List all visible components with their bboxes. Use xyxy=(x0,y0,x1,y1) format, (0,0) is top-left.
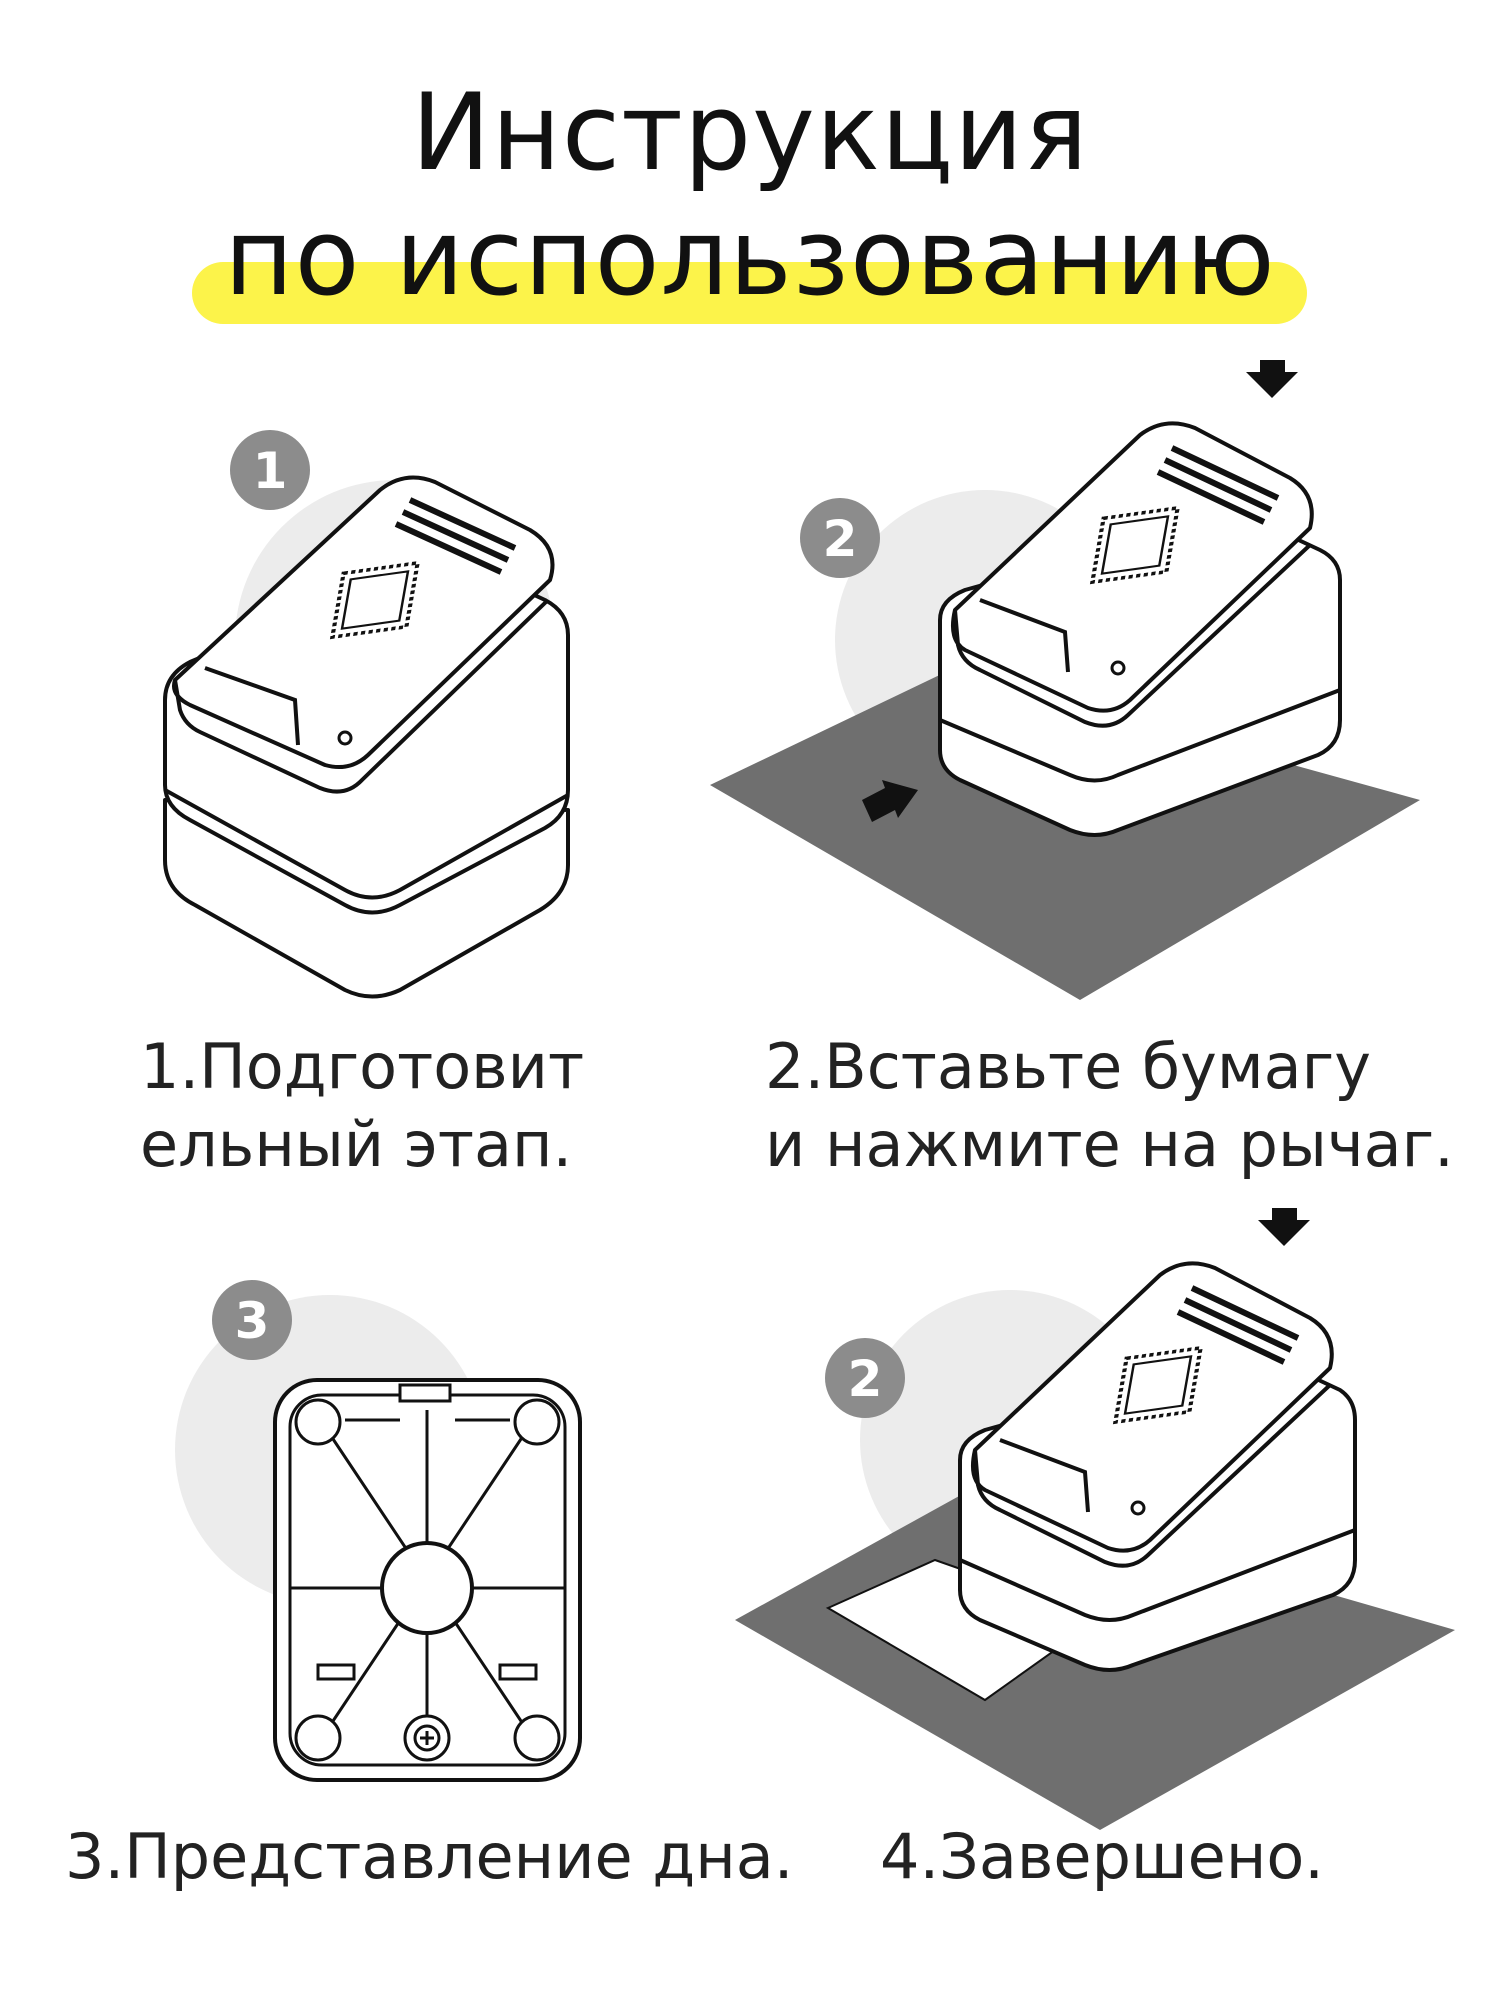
step-1-badge-number: 1 xyxy=(253,442,288,500)
step-2-badge-number: 2 xyxy=(823,510,858,568)
step-4-illustration: 2 xyxy=(735,1208,1455,1830)
step-4-down-arrow-icon xyxy=(1258,1208,1310,1246)
page-title-line-2: по использованию xyxy=(224,196,1276,319)
step-3-caption-line-1: 3.Представление дна. xyxy=(65,1820,794,1893)
page-title-line-1: Инструкция xyxy=(411,71,1089,194)
step-2-caption-line-2: и нажмите на рычаг. xyxy=(765,1108,1454,1181)
step-3-caption: 3.Представление дна. xyxy=(65,1818,793,1896)
step-1-badge xyxy=(230,430,310,510)
step-2-insert-arrow-icon xyxy=(862,780,918,822)
step-4-caption-line-1: 4.Завершено. xyxy=(880,1820,1324,1893)
step-1-illustration: 1 xyxy=(163,430,570,999)
step-2-badge xyxy=(800,498,880,578)
step-2-illustration: 2 xyxy=(710,360,1420,1000)
step-3-badge xyxy=(212,1280,292,1360)
step-4-badge-number: 2 xyxy=(848,1350,883,1408)
step-1-caption: 1.Подготовит ельный этап. xyxy=(140,1028,584,1184)
step-2-down-arrow-icon xyxy=(1246,360,1298,398)
step-1-caption-line-2: ельный этап. xyxy=(140,1108,573,1181)
step-3-illustration: 3 xyxy=(175,1280,582,1782)
step-1-caption-line-1: 1.Подготовит xyxy=(140,1030,585,1103)
title-highlight xyxy=(192,262,1307,324)
step-2-caption-line-1: 2.Вставьте бумагу xyxy=(765,1030,1371,1103)
step-4-badge xyxy=(825,1338,905,1418)
step-3-badge-number: 3 xyxy=(235,1292,270,1350)
step-4-caption: 4.Завершено. xyxy=(880,1818,1324,1896)
step-2-caption: 2.Вставьте бумагу и нажмите на рычаг. xyxy=(765,1028,1454,1184)
